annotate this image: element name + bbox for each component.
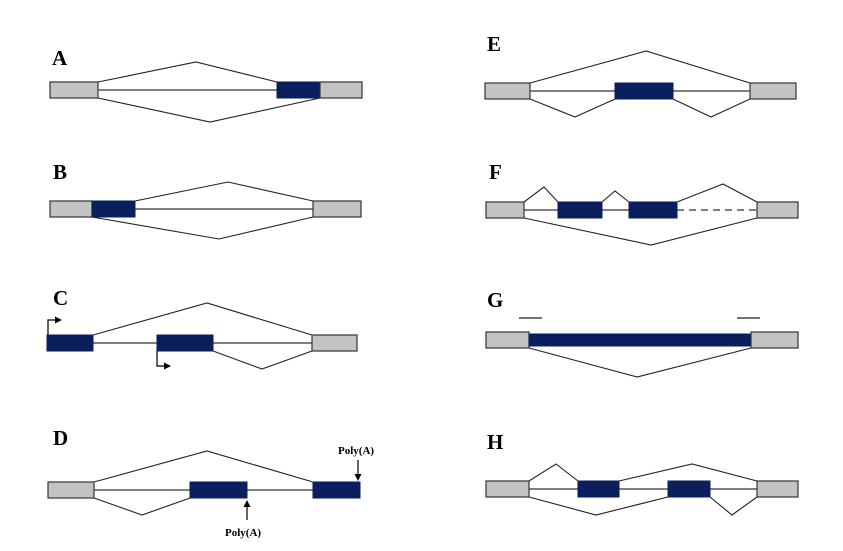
splice-junction-inclusion-2 (672, 98, 751, 118)
panel-label-e: E (487, 32, 501, 56)
promoter-arrow-1-stem (47, 319, 55, 335)
exon-utr-3prime (756, 480, 799, 498)
panel-label-b: B (53, 160, 67, 184)
splice-junction-upper (93, 450, 314, 483)
splice-junction-upper (97, 61, 278, 83)
polya-label-distal: Poly(A) (338, 445, 374, 457)
exon-utr-3prime (750, 331, 799, 349)
exon-utr-5prime (49, 81, 99, 99)
splice-junction-upper (134, 181, 314, 202)
polya-arrow-proximal-head (243, 500, 251, 507)
exon-utr-5prime (484, 82, 531, 100)
promoter-arrow-2-stem (156, 351, 164, 367)
exon-alternative-last-1 (189, 481, 248, 499)
panel-label-f: F (489, 160, 502, 184)
panel-label-c: C (53, 286, 68, 310)
exon-utr-3prime (312, 200, 362, 218)
panel-e: E (484, 32, 797, 118)
exon-mutually-exclusive-1 (577, 480, 620, 498)
panel-a: A (49, 46, 363, 123)
exon-utr-5prime (485, 331, 530, 349)
splice-junction-inclusion-1 (529, 98, 616, 118)
panel-label-d: D (53, 426, 68, 450)
splice-junction-upper-right (676, 183, 758, 203)
panel-c: C (46, 286, 358, 370)
splice-junction-upper-left (528, 463, 579, 482)
splice-junction-small-2 (601, 190, 630, 203)
exon-cassette (614, 82, 674, 100)
exon-utr-5prime (49, 200, 93, 218)
exon-first-alt-1 (46, 334, 94, 352)
panel-d: D Poly(A) Poly(A) (47, 426, 374, 539)
splice-junction-lower (93, 497, 191, 516)
splice-junction-small-1 (523, 186, 559, 203)
exon-utr-3prime (319, 81, 363, 99)
exon-utr-5prime (485, 480, 530, 498)
panel-label-a: A (52, 46, 68, 70)
exon-utr-5prime (47, 481, 95, 499)
exon-utr-3prime (311, 334, 358, 352)
exon-utr-3prime (756, 201, 799, 219)
exon-alternative-coding (276, 81, 321, 99)
panel-g: G (485, 288, 799, 378)
splice-junction-skip-all (523, 217, 758, 246)
exon-mutually-exclusive-2 (667, 480, 711, 498)
splice-junction-lower (528, 347, 752, 378)
exon-first-alt-2 (156, 334, 214, 352)
polya-arrow-distal-head (354, 474, 362, 481)
exon-skipped-2 (628, 201, 678, 219)
polya-label-proximal: Poly(A) (225, 527, 261, 539)
exon-skipped-1 (557, 201, 603, 219)
splice-junction-lower (97, 97, 321, 123)
splice-junction-lower-left (528, 496, 669, 516)
exon-utr-5prime (485, 201, 525, 219)
exon-alternative-coding (91, 200, 136, 218)
promoter-arrow-2-head (164, 362, 171, 370)
promoter-arrow-1-head (55, 316, 62, 324)
splice-junction-upper-right (618, 463, 758, 482)
panel-f: F (485, 160, 799, 246)
splice-junction-lower-right (709, 496, 758, 516)
retained-intron (528, 333, 752, 347)
panel-b: B (49, 160, 362, 240)
splice-junction-skip (529, 50, 751, 84)
panel-label-h: H (487, 430, 503, 454)
panel-label-g: G (487, 288, 503, 312)
splice-junction-upper (92, 302, 313, 336)
splice-junction-lower (91, 216, 314, 240)
exon-utr-3prime (749, 82, 797, 100)
panel-h: H (485, 430, 799, 516)
splice-junction-lower (212, 350, 313, 370)
exon-alternative-last-2 (312, 481, 361, 499)
